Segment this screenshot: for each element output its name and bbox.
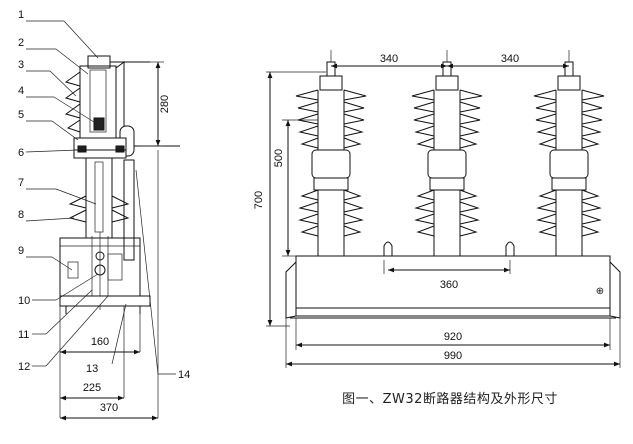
part-1: 1	[18, 9, 24, 21]
front-view: ⊕ 360 340 340 700 500 920 990	[253, 50, 621, 368]
part-8: 8	[18, 209, 24, 221]
dim-370: 370	[100, 402, 118, 414]
svg-text:⊕: ⊕	[596, 286, 604, 297]
part-14: 14	[178, 369, 190, 381]
part-7: 7	[18, 177, 24, 189]
pole-left	[295, 61, 367, 256]
frame-rail	[295, 307, 611, 317]
dim-340-right: 340	[501, 53, 519, 65]
lifting-lug-right	[505, 241, 515, 256]
dim-280: 280	[159, 95, 171, 113]
dim-225: 225	[83, 382, 101, 394]
lifting-lug-left	[383, 241, 393, 256]
upper-sheds	[64, 71, 81, 133]
part-10: 10	[18, 295, 30, 307]
dim-340-left: 340	[380, 53, 398, 65]
insulating-rod	[94, 161, 104, 233]
part-labels: 1 2 3 4 5 6 7 8 9 10 11 12 13	[18, 9, 190, 381]
dim-990: 990	[444, 350, 462, 362]
part-5: 5	[18, 109, 24, 121]
contact-block	[93, 117, 105, 131]
dim-160: 160	[91, 336, 109, 348]
lower-sheds	[68, 195, 130, 223]
base-plate	[59, 295, 151, 307]
part-12: 12	[18, 361, 30, 373]
dim-360: 360	[440, 279, 458, 291]
dim-920: 920	[444, 331, 462, 343]
part-2: 2	[18, 37, 24, 49]
part-3: 3	[18, 59, 24, 71]
part-11: 11	[18, 329, 29, 341]
part-4: 4	[18, 85, 24, 97]
figure-caption: 图一、ZW32断路器结构及外形尺寸	[342, 392, 558, 407]
part-13: 13	[86, 363, 98, 375]
side-view: 280 160 225 370 1 2 3 4 5 6 7 8	[18, 9, 190, 421]
part-6: 6	[18, 147, 24, 159]
lower-insulator	[85, 157, 113, 239]
dim-500: 500	[273, 149, 285, 167]
part-9: 9	[18, 245, 24, 257]
dim-700: 700	[253, 191, 265, 209]
pole-middle	[411, 61, 483, 256]
pole-right	[533, 61, 605, 256]
vacuum-interrupter	[89, 69, 107, 133]
